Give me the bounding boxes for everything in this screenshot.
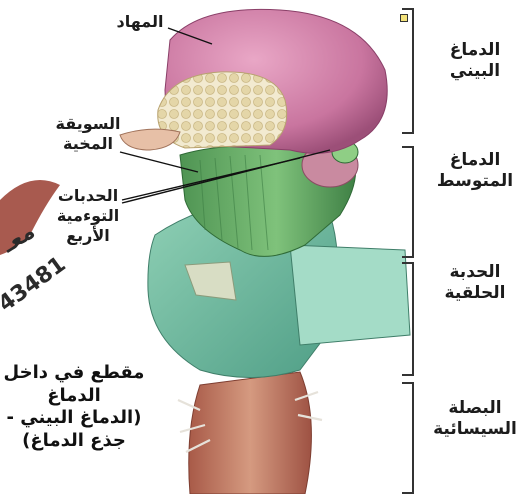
- bracket-medulla: [402, 382, 414, 494]
- label-pons: الحدبة الحلقية: [430, 262, 520, 305]
- bracket-pons: [402, 262, 414, 376]
- label-diencephalon: الدماغ البيني: [430, 40, 520, 83]
- bracket-diencephalon: [402, 8, 414, 134]
- label-colliculi: الحدبات التوءمية الأربع: [48, 186, 128, 246]
- figure-caption: مقطع في داخل الدماغ (الدماغ البيني - جذع…: [0, 362, 148, 452]
- label-pineal-stalk: السويقة المخية: [48, 114, 128, 154]
- medulla-shape: [189, 372, 312, 494]
- bracket-midbrain: [402, 146, 414, 258]
- label-medulla: البصلة السيسائية: [430, 398, 520, 441]
- label-midbrain: الدماغ المتوسط: [430, 150, 520, 193]
- pineal-stalk-shape: [120, 129, 180, 150]
- label-thalamus: المهاد: [110, 12, 170, 32]
- marker-square: [400, 14, 408, 22]
- pons-cut-face: [290, 245, 410, 345]
